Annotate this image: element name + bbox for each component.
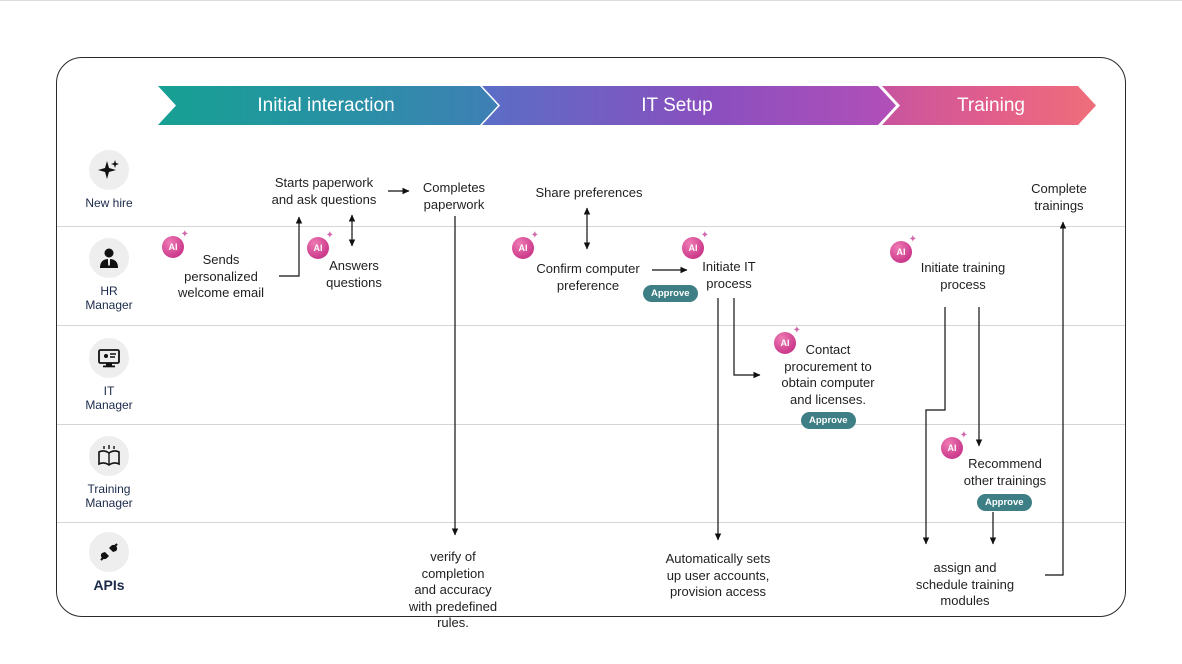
ai-badge: AI	[941, 430, 968, 459]
phase-training: Training	[882, 86, 1096, 125]
role-hr-manager: HR Manager	[54, 238, 164, 312]
phase-it-setup: IT Setup	[482, 86, 896, 125]
arrow-training-to-assign	[922, 307, 946, 545]
phase-label: IT Setup	[641, 94, 713, 116]
person-icon	[89, 238, 129, 278]
arrow-assign-to-complete	[1045, 221, 1067, 576]
arrow-initiate-it-to-procurement	[733, 298, 761, 379]
lane-divider	[57, 424, 1125, 425]
lane-divider	[57, 522, 1125, 523]
plug-icon	[89, 532, 129, 572]
role-training-manager: Training Manager	[54, 436, 164, 510]
approve-button[interactable]: Approve	[801, 412, 856, 429]
approve-button[interactable]: Approve	[643, 285, 698, 302]
role-label: Training Manager	[85, 482, 133, 510]
role-label: HR Manager	[85, 284, 133, 312]
role-label: IT Manager	[85, 384, 133, 412]
role-apis: APIs	[54, 532, 164, 592]
ai-badge: AI	[682, 230, 709, 259]
phase-label: Initial interaction	[257, 94, 395, 116]
role-label: APIs	[93, 577, 125, 593]
role-new-hire: New hire	[54, 150, 164, 210]
diagram-frame	[56, 57, 1126, 617]
role-it-manager: IT Manager	[54, 338, 164, 412]
lane-divider	[57, 325, 1125, 326]
ai-badge: AI	[307, 230, 334, 259]
role-label: New hire	[85, 196, 133, 210]
top-border-line	[0, 0, 1182, 1]
lane-divider	[57, 226, 1125, 227]
ai-badge: AI	[512, 230, 539, 259]
approve-button[interactable]: Approve	[977, 494, 1032, 511]
ai-badge: AI	[890, 234, 917, 263]
phase-initial-interaction: Initial interaction	[158, 86, 498, 125]
ai-badge: AI	[162, 229, 189, 258]
arrow-sends-to-starts	[279, 216, 303, 277]
sparkles-icon	[89, 150, 129, 190]
ai-badge: AI	[774, 325, 801, 354]
step-share-preferences: Share preferences	[535, 185, 643, 200]
monitor-icon	[89, 338, 129, 378]
book-icon	[89, 436, 129, 476]
phase-label: Training	[957, 94, 1025, 116]
